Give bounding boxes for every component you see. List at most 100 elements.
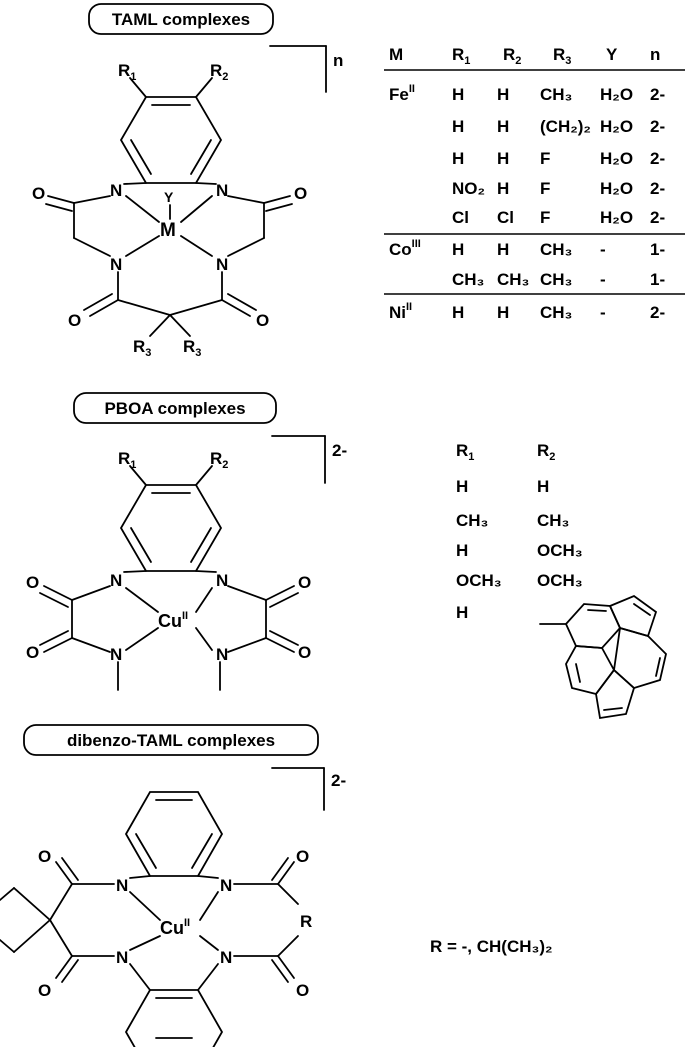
taml-table-cell: H₂O	[600, 117, 633, 136]
taml-table-cell: H	[497, 179, 509, 198]
dibenzo-o1: O	[38, 847, 51, 866]
taml-table-cell: -	[600, 303, 606, 322]
taml-table-cell: H₂O	[600, 149, 633, 168]
taml-table-cell: (CH₂)₂	[540, 117, 591, 136]
taml-table-cell: CH₃	[452, 270, 484, 289]
taml-table-cell: CoIII	[389, 238, 421, 259]
pboa-substituent-cell: H	[456, 541, 468, 560]
th-n: n	[650, 45, 660, 64]
pboa-o4: O	[298, 643, 311, 662]
taml-table-cell: CH₃	[497, 270, 529, 289]
taml-r2: R2	[210, 61, 228, 83]
pboa-o3: O	[298, 573, 311, 592]
taml-table-cell: Cl	[452, 208, 469, 227]
taml-table-cell: CH₃	[540, 85, 572, 104]
taml-n4: N	[216, 255, 228, 274]
taml-table-cell: -	[600, 270, 606, 289]
taml-table-cell: H₂O	[600, 85, 633, 104]
taml-r1: R1	[118, 61, 136, 83]
taml-table-cell: 2-	[650, 179, 665, 198]
taml-table-cell: F	[540, 179, 550, 198]
pboa-substituent-cell: OCH₃	[537, 541, 583, 560]
taml-n2: N	[216, 181, 228, 200]
dibenzo-o2: O	[38, 981, 51, 1000]
taml-table-cell: Cl	[497, 208, 514, 227]
pboa-r2-header: R2	[537, 441, 555, 463]
pboa-r1: R1	[118, 449, 136, 471]
taml-table-cell: 2-	[650, 208, 665, 227]
taml-table-cell: H	[497, 303, 509, 322]
pboa-n1: N	[110, 571, 122, 590]
pboa-substituent-cell: H	[456, 603, 468, 622]
taml-r3-left: R3	[133, 337, 151, 359]
pboa-title: PBOA complexes	[104, 399, 245, 418]
taml-table-cell: H	[452, 117, 464, 136]
th-r2: R2	[503, 45, 521, 67]
dibenzo-title-box: dibenzo-TAML complexes	[23, 724, 319, 756]
taml-table-cell: -	[600, 240, 606, 259]
taml-y: Y	[164, 189, 174, 205]
pboa-substituent-cell: H	[456, 477, 468, 496]
taml-table-cell: H	[452, 303, 464, 322]
taml-o3: O	[68, 311, 81, 330]
th-r1: R1	[452, 45, 470, 67]
taml-table-cell: CH₃	[540, 240, 572, 259]
taml-table-cell: H₂O	[600, 179, 633, 198]
pboa-n4: N	[216, 645, 228, 664]
taml-table-cell: 2-	[650, 149, 665, 168]
taml-n1: N	[110, 181, 122, 200]
taml-o1: O	[32, 184, 45, 203]
taml-table-cell: 1-	[650, 270, 665, 289]
pboa-r2: R2	[210, 449, 228, 471]
th-y: Y	[606, 45, 618, 64]
pboa-substituent-list: R1 R2 H H CH₃ CH₃ H OCH₃ OCH₃ OCH₃ H	[456, 441, 667, 720]
pboa-substituent-cell: OCH₃	[456, 571, 502, 590]
taml-n3: N	[110, 255, 122, 274]
taml-table-cell: H	[497, 85, 509, 104]
taml-table-cell: H	[497, 149, 509, 168]
taml-table-cell: FeII	[389, 83, 415, 104]
pboa-structure: R1 R2 N N N N CuII O O O O 2-	[26, 435, 347, 691]
taml-title: TAML complexes	[112, 10, 250, 29]
taml-table-cell: H	[497, 240, 509, 259]
taml-r3-right: R3	[183, 337, 201, 359]
pyrenyl-icon	[539, 594, 667, 720]
taml-table-cell: H	[452, 240, 464, 259]
dibenzo-o4: O	[296, 981, 309, 1000]
dibenzo-r: R	[300, 912, 312, 931]
dibenzo-title: dibenzo-TAML complexes	[67, 731, 275, 750]
dibenzo-charge: 2-	[331, 771, 346, 790]
taml-table-cell: NO₂	[452, 179, 485, 198]
pboa-substituent-cell: CH₃	[537, 511, 569, 530]
dibenzo-r-definition: R = -, CH(CH₃)₂	[430, 937, 553, 956]
dibenzo-n3: N	[116, 948, 128, 967]
dibenzo-n4: N	[220, 948, 232, 967]
pboa-substituent-cell: H	[537, 477, 549, 496]
taml-table-cell: NiII	[389, 301, 412, 322]
pboa-charge: 2-	[332, 441, 347, 460]
taml-table-cell: H	[497, 117, 509, 136]
taml-title-box: TAML complexes	[88, 3, 274, 35]
taml-m: M	[160, 220, 176, 241]
pboa-cu: CuII	[158, 610, 188, 631]
pboa-o2: O	[26, 643, 39, 662]
taml-table-cell: 2-	[650, 85, 665, 104]
taml-table-cell: F	[540, 208, 550, 227]
pboa-r1-header: R1	[456, 441, 474, 463]
taml-table-cell: H	[452, 85, 464, 104]
th-r3: R3	[553, 45, 571, 67]
dibenzo-structure: N N N N CuII O O O O R 2-	[0, 767, 346, 1047]
taml-table-cell: CH₃	[540, 303, 572, 322]
taml-o4: O	[256, 311, 269, 330]
taml-charge: n	[333, 51, 343, 70]
dibenzo-cu: CuII	[160, 917, 190, 938]
taml-table-cell: 1-	[650, 240, 665, 259]
pboa-n3: N	[110, 645, 122, 664]
pboa-substituent-cell: CH₃	[456, 511, 488, 530]
pboa-substituent-cell: OCH₃	[537, 571, 583, 590]
dibenzo-o3: O	[296, 847, 309, 866]
dibenzo-n1: N	[116, 876, 128, 895]
pboa-n2: N	[216, 571, 228, 590]
